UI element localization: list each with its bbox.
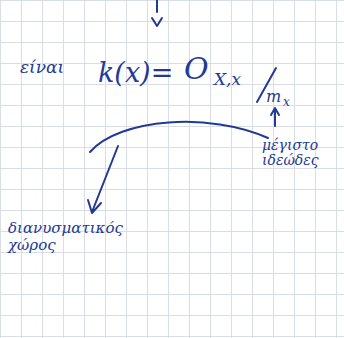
- leader-line: [92, 146, 118, 212]
- leader-line: [274, 110, 276, 126]
- handwritten-note: X,x: [214, 70, 241, 89]
- handwritten-note: x: [283, 96, 290, 109]
- handwritten-note: διανυσματικός χώρος: [8, 220, 128, 253]
- handwritten-note: μέγιστο ιδεώδες: [262, 138, 340, 169]
- handwritten-note: είναι: [20, 58, 64, 77]
- leader-head: [88, 200, 101, 213]
- pointer-line: [156, 0, 158, 12]
- pointer-head: [152, 18, 162, 26]
- leader-head: [271, 108, 279, 115]
- handwritten-note: O: [184, 52, 209, 85]
- handwritten-note: m: [266, 88, 281, 106]
- handwritten-note: k(x)=: [98, 58, 173, 88]
